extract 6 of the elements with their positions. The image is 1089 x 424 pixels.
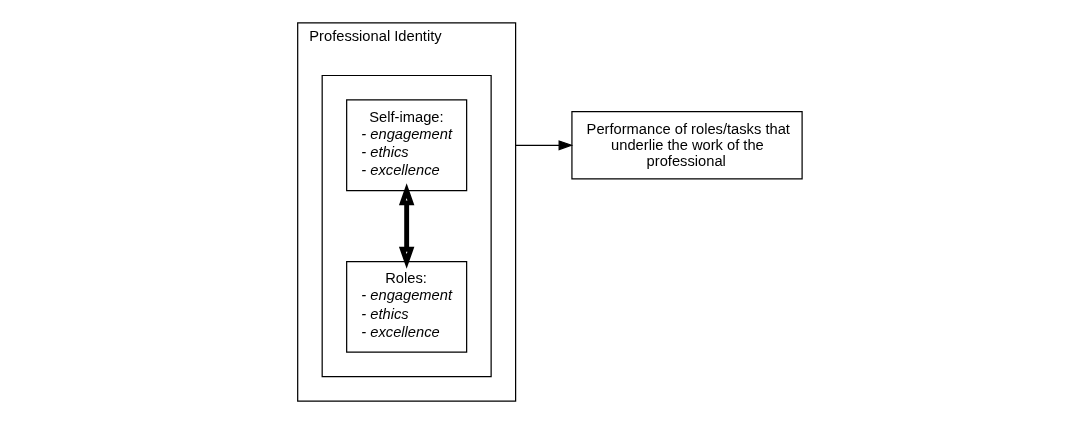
node-box: Roles: - engagement - ethics - excellence [345, 260, 467, 353]
node-box: Self-image: - engagement - ethics - excellence [345, 99, 467, 192]
cluster [321, 74, 492, 378]
arrow [514, 140, 573, 151]
node-box: Performance of roles/tasks that underlie the work of the professional [570, 111, 803, 180]
arrow [398, 183, 414, 269]
